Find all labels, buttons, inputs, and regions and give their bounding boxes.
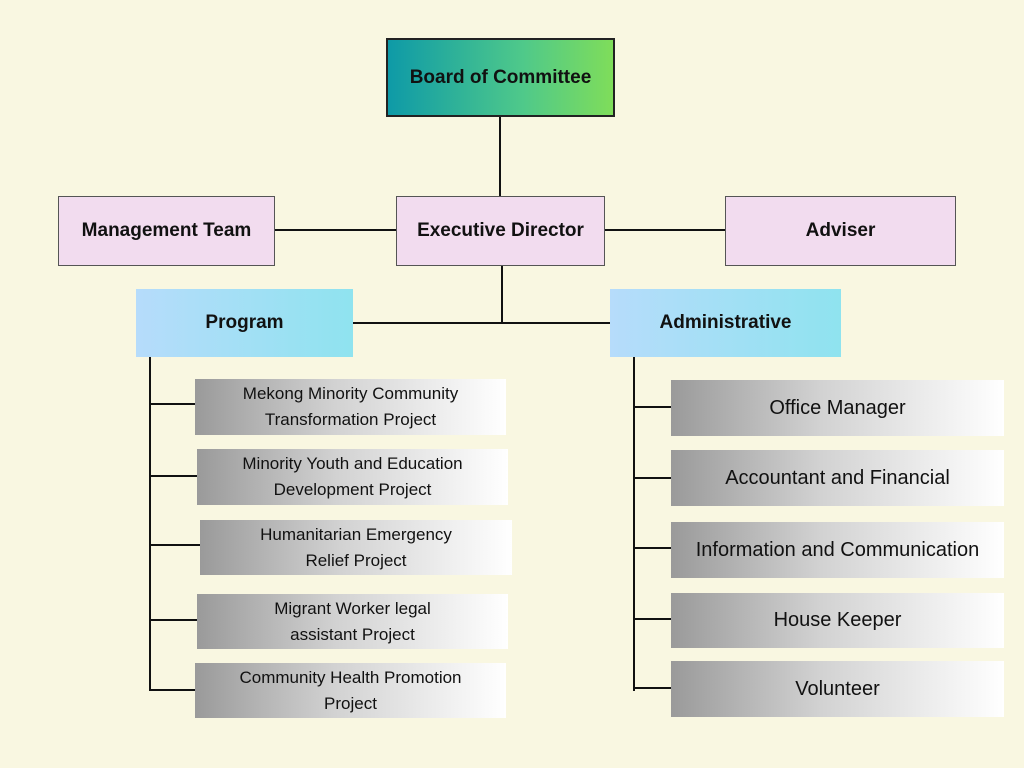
- admin-branch-1: [633, 406, 671, 408]
- admin-item-information: Information and Communication: [671, 522, 1004, 578]
- program-item-line: assistant Project: [290, 624, 415, 644]
- board-of-committee-node: Board of Committee: [386, 38, 615, 117]
- program-item-line: Mekong Minority Community: [242, 384, 459, 403]
- connector-management-executive: [275, 229, 397, 231]
- program-item: Migrant Worker legal assistant Project: [197, 594, 508, 649]
- program-item-line: Minority Youth and Education: [242, 454, 463, 473]
- program-item-line: Relief Project: [305, 550, 407, 570]
- administrative-node: Administrative: [610, 289, 841, 357]
- connector-executive-down: [501, 265, 503, 323]
- admin-branch-3: [633, 547, 671, 549]
- program-branch-3: [149, 544, 201, 546]
- program-branch-1: [149, 403, 196, 405]
- admin-item-accountant: Accountant and Financial: [671, 450, 1004, 506]
- program-item-line: Community Health Promotion: [239, 667, 462, 687]
- program-item-line: Migrant Worker legal: [274, 598, 431, 618]
- admin-trunk-line: [633, 357, 635, 691]
- program-branch-4: [149, 619, 198, 621]
- connector-executive-adviser: [604, 229, 726, 231]
- admin-branch-5: [633, 687, 671, 689]
- program-branch-5: [149, 689, 196, 691]
- program-node: Program: [136, 289, 353, 357]
- program-item-line: Humanitarian Emergency: [260, 524, 452, 544]
- program-item-line: Project: [324, 693, 377, 713]
- admin-branch-4: [633, 618, 671, 620]
- admin-item-volunteer: Volunteer: [671, 661, 1004, 717]
- admin-branch-2: [633, 477, 671, 479]
- program-branch-2: [149, 475, 198, 477]
- connector-board-executive: [499, 116, 501, 197]
- admin-item-office-manager: Office Manager: [671, 380, 1004, 436]
- connector-program-administrative: [353, 322, 610, 324]
- adviser-node: Adviser: [725, 196, 956, 266]
- program-item-line: Development Project: [273, 480, 432, 499]
- program-trunk-line: [149, 357, 151, 691]
- executive-director-node: Executive Director: [396, 196, 605, 266]
- program-item-line: Transformation Project: [264, 410, 437, 429]
- admin-item-house-keeper: House Keeper: [671, 593, 1004, 648]
- management-team-node: Management Team: [58, 196, 275, 266]
